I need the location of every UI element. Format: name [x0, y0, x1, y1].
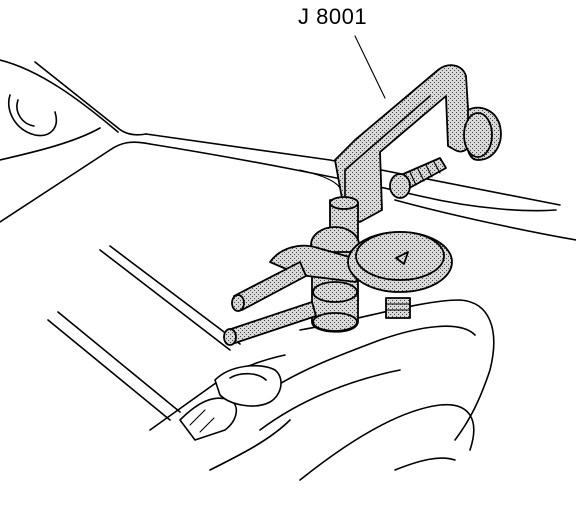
clamp-tool [223, 64, 502, 346]
callout-leader-line [354, 35, 386, 99]
engine-housing [0, 59, 576, 241]
tool-callout-label: J 8001 [298, 4, 368, 29]
manifold-body [47, 245, 495, 481]
